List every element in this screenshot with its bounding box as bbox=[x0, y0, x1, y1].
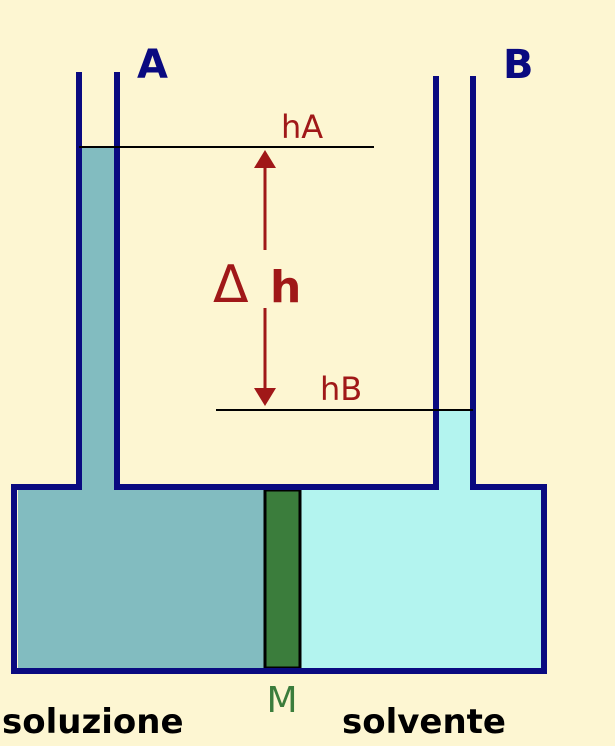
solution-fill bbox=[18, 490, 265, 668]
level-b-label: hB bbox=[320, 370, 362, 408]
solvent-fill bbox=[300, 490, 541, 668]
solution-label: soluzione bbox=[2, 702, 184, 742]
level-a-label: hA bbox=[281, 108, 323, 146]
delta-symbol: Δ bbox=[213, 255, 249, 315]
membrane-label: M bbox=[266, 680, 297, 721]
tube-a-solution-column bbox=[82, 148, 115, 493]
arrow-up-icon bbox=[254, 150, 276, 168]
solvent-label: solvente bbox=[342, 702, 506, 742]
semipermeable-membrane bbox=[263, 488, 302, 670]
tube-b-label: B bbox=[503, 42, 534, 88]
container-inner-outline bbox=[114, 72, 439, 490]
container-outer-outline bbox=[11, 72, 547, 674]
delta-h-label: h bbox=[270, 262, 301, 313]
tube-a-label: A bbox=[137, 42, 168, 88]
arrow-down-icon bbox=[254, 388, 276, 406]
tube-b-solvent-column bbox=[438, 411, 472, 493]
